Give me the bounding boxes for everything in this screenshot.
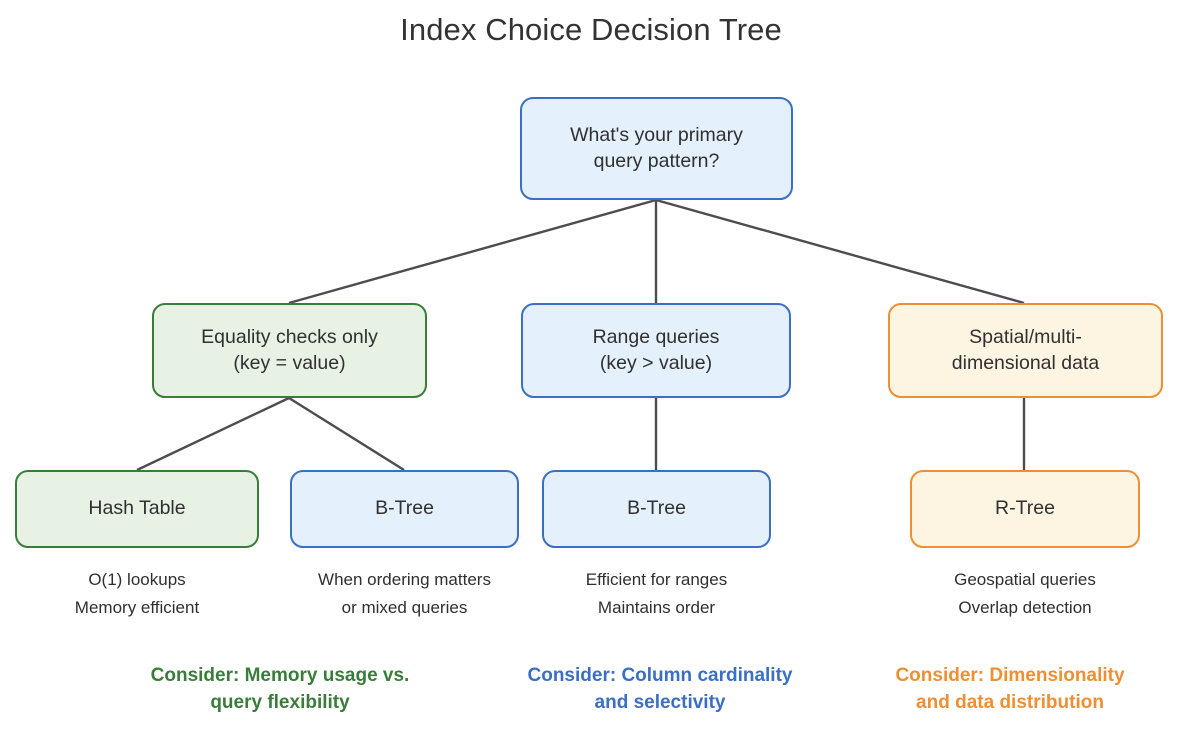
- caption-btree-equality: When ordering matters or mixed queries: [318, 570, 491, 617]
- consider-note-orange: Consider: Dimensionality and data distri…: [895, 665, 1125, 713]
- edge-root-to-equality: [288, 198, 657, 305]
- consider-note-blue: Consider: Column cardinality and selecti…: [527, 665, 793, 713]
- node-leaf-rtree[interactable]: R-Tree: [910, 470, 1140, 548]
- node-branch-spatial-data[interactable]: Spatial/multi- dimensional data: [888, 303, 1163, 398]
- caption-hash-table: O(1) lookups Memory efficient: [74, 570, 200, 617]
- edge-root-to-spatial: [655, 198, 1025, 305]
- node-root-query-pattern[interactable]: What's your primary query pattern?: [520, 97, 793, 200]
- node-branch-range-queries[interactable]: Range queries (key > value): [521, 303, 791, 398]
- page-title: Index Choice Decision Tree: [400, 12, 782, 47]
- edge-equality-to-hash: [136, 396, 290, 472]
- node-branch-equality-checks[interactable]: Equality checks only (key = value): [152, 303, 427, 398]
- node-leaf-btree-equality[interactable]: B-Tree: [290, 470, 519, 548]
- edge-equality-to-btree: [288, 396, 405, 472]
- consider-note-green: Consider: Memory usage vs. query flexibi…: [150, 665, 410, 713]
- node-leaf-hash-table[interactable]: Hash Table: [15, 470, 259, 548]
- node-leaf-btree-range[interactable]: B-Tree: [542, 470, 771, 548]
- caption-btree-range: Efficient for ranges Maintains order: [585, 570, 728, 617]
- caption-rtree: Geospatial queries Overlap detection: [954, 570, 1096, 617]
